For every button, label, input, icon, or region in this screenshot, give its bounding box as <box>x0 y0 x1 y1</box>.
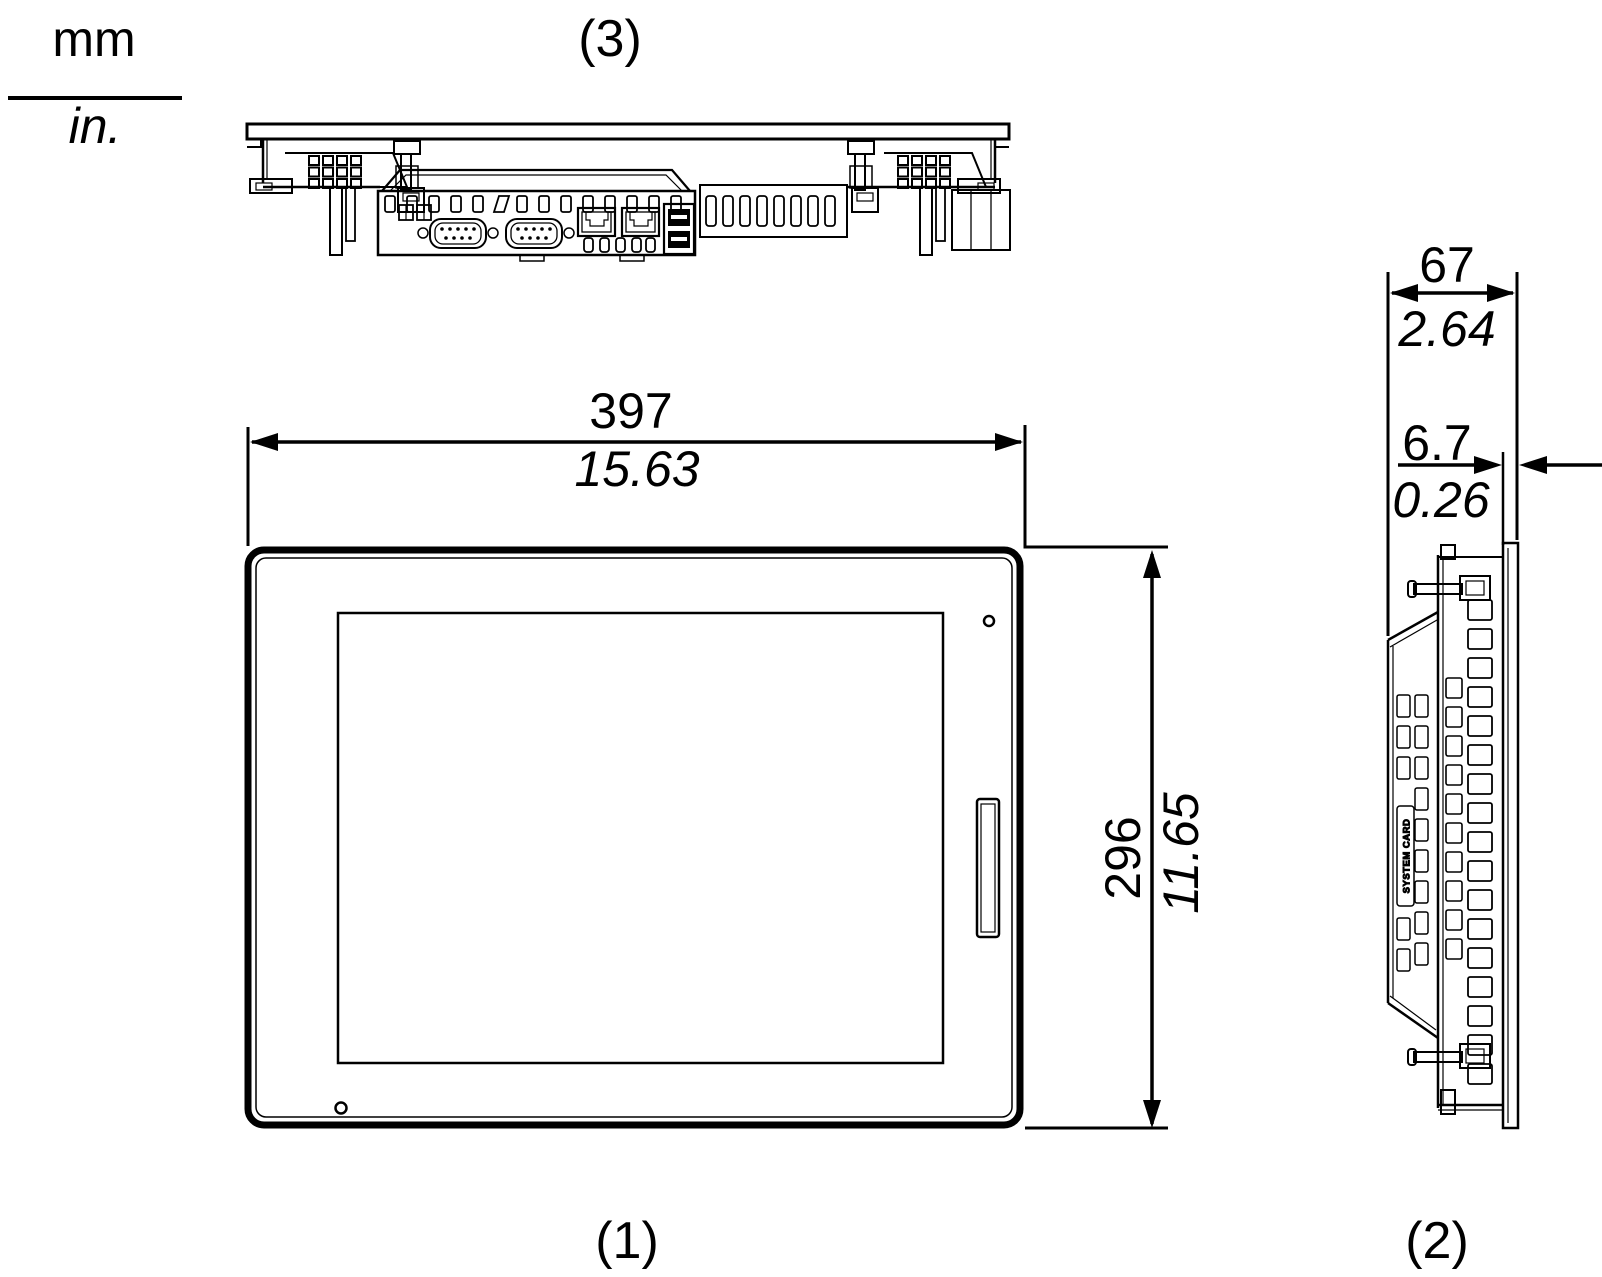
vent-slot-row <box>384 195 682 213</box>
arrowhead-left <box>1519 456 1547 474</box>
db9-serial-port-2 <box>505 218 575 249</box>
side-mounting-clip-top <box>1407 544 1491 601</box>
side-view-label: (2) <box>1405 1212 1469 1270</box>
connector-hood <box>381 168 691 192</box>
front-bezel-outline <box>244 546 1024 1129</box>
front-view-drawing <box>244 546 1024 1129</box>
status-led <box>982 614 996 628</box>
top-view-drawing <box>245 122 1011 262</box>
side-bezel-profile <box>1501 541 1520 1130</box>
arrowhead-right <box>1487 284 1515 302</box>
front-view-label: (1) <box>595 1212 659 1270</box>
usb-ports <box>662 202 696 256</box>
height-dim-in: 11.65 <box>1153 792 1209 914</box>
touchscreen-display <box>336 611 945 1065</box>
side-vent-column-inner <box>1445 677 1463 960</box>
db9-serial-port-1 <box>417 218 499 249</box>
arrowhead-right <box>995 433 1023 451</box>
arrowhead-up <box>1143 550 1161 578</box>
vent-slots-right <box>870 152 988 188</box>
system-card-label: SYSTEM CARD <box>1396 805 1415 907</box>
bezel-depth-dim-in: 0.26 <box>1392 472 1490 528</box>
front-hole <box>334 1101 348 1115</box>
mounting-clip-left <box>393 140 425 213</box>
width-dimension <box>246 425 1168 549</box>
top-view-label: (3) <box>578 10 642 68</box>
side-mounting-clip-bottom <box>1407 1043 1491 1115</box>
connector-panel <box>376 168 697 262</box>
ethernet-port-1 <box>576 206 617 238</box>
vent-step-right <box>699 184 848 238</box>
side-view-drawing: SYSTEM CARD <box>1386 541 1520 1130</box>
width-dim-mm: 397 <box>589 383 672 439</box>
units-legend: mm in. <box>8 11 182 154</box>
bezel-edge <box>245 122 1011 141</box>
width-dim-in: 15.63 <box>574 441 699 497</box>
arrowhead-left <box>250 433 278 451</box>
arrowhead-right <box>1474 456 1502 474</box>
bezel-depth-dimension <box>1398 452 1602 545</box>
units-in-label: in. <box>69 98 122 154</box>
mounting-clip-right <box>847 140 879 213</box>
side-vent-column-outer <box>1467 599 1493 1085</box>
depth-dim-in: 2.64 <box>1397 301 1495 357</box>
depth-dim-mm: 67 <box>1419 237 1475 293</box>
arrowhead-down <box>1143 1100 1161 1128</box>
height-dimension <box>1025 550 1168 1130</box>
units-mm-label: mm <box>52 11 135 67</box>
ethernet-port-2 <box>620 206 661 238</box>
height-dim-mm: 296 <box>1095 816 1151 899</box>
arrowhead-left <box>1390 284 1418 302</box>
svg-text:SYSTEM CARD: SYSTEM CARD <box>1402 819 1413 894</box>
bezel-depth-dim-mm: 6.7 <box>1402 415 1472 471</box>
depth-dimension <box>1386 272 1519 636</box>
stylus-slot <box>975 797 1001 939</box>
